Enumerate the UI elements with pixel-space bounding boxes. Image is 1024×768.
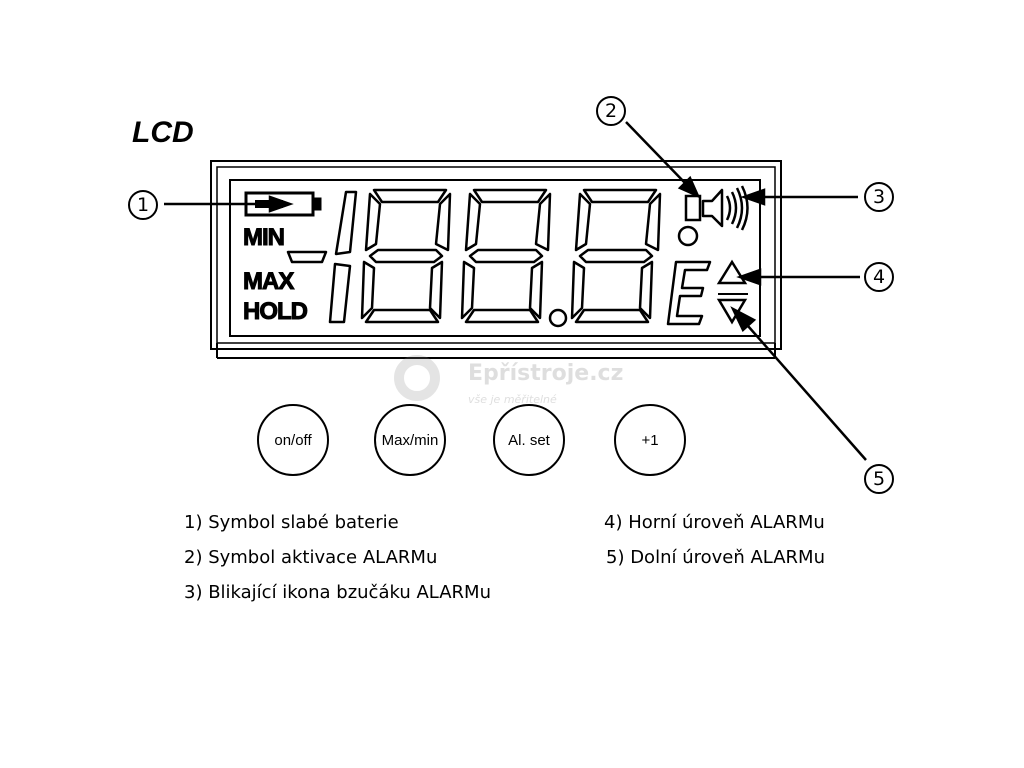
digit-1-segment-f [364,192,382,252]
digit-3-segment-b [644,192,662,252]
legend-item-1: 1) Symbol slabé baterie [184,512,399,533]
alarm-set-button[interactable]: Al. set [493,404,565,476]
legend-item-4: 4) Horní úroveň ALARMu [604,512,825,533]
marker-1: 1 [128,190,158,220]
digit-1-segment-d [364,308,440,324]
lcd-bezel [210,160,782,359]
lcd-label-min: MIN [243,224,286,252]
watermark-name: Epřístroje.cz [468,361,624,386]
digit-1-segment-c [428,260,444,320]
digit-1-segment-e [360,260,376,320]
alarm-enable-icon [684,194,702,222]
digit-2-segment-a [472,188,548,204]
seven-segment-digits [360,188,662,324]
digit-3-segment-e [570,260,586,320]
decimal-point [548,308,568,328]
digit-3-segment-g [578,248,654,264]
buzzer-icon [701,185,749,231]
diagram-title: LCD [132,116,194,149]
digit-3-segment-f [574,192,592,252]
digit-3-segment-a [582,188,658,204]
lcd-label-hold: HOLD [243,298,309,326]
on-off-button[interactable]: on/off [257,404,329,476]
marker-4: 4 [864,262,894,292]
plus-one-button[interactable]: +1 [614,404,686,476]
digit-2-segment-e [460,260,476,320]
leading-segment [286,190,358,324]
max-min-button[interactable]: Max/min [374,404,446,476]
digit-1-segment-a [372,188,448,204]
digit-3-segment-c [638,260,654,320]
digit-2-segment-b [534,192,552,252]
digit-3-segment-d [574,308,650,324]
alarm-indicator-circle [677,225,699,247]
legend-item-5: 5) Dolní úroveň ALARMu [606,547,825,568]
legend-item-2: 2) Symbol aktivace ALARMu [184,547,438,568]
marker-5: 5 [864,464,894,494]
digit-2-segment-g [468,248,544,264]
watermark-logo-icon [394,355,440,401]
marker-3: 3 [864,182,894,212]
digit-2-segment-f [464,192,482,252]
unit-char-e [666,260,712,326]
digit-1-segment-b [434,192,452,252]
legend-item-3: 3) Blikající ikona bzučáku ALARMu [184,582,491,603]
watermark-tagline: vše je měřitelné [468,393,557,406]
digit-1-segment-g [368,248,444,264]
digit-2-segment-d [464,308,540,324]
digit-2-segment-c [528,260,544,320]
callout-arrows [164,121,867,461]
upper-alarm-triangle [716,259,748,285]
lcd-label-max: MAX [242,268,294,296]
marker-2: 2 [596,96,626,126]
